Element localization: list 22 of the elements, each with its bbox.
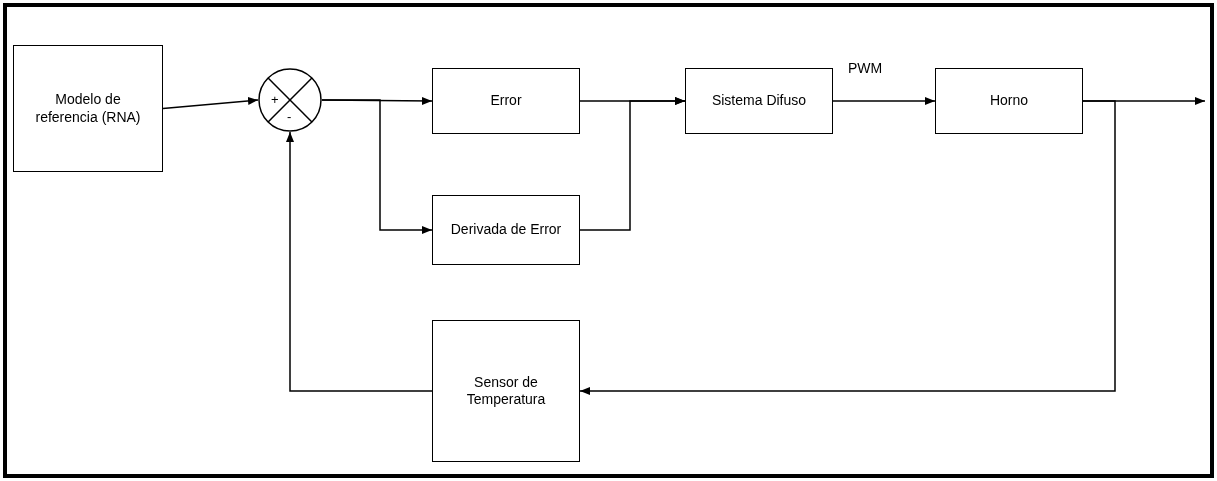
process-box	[935, 68, 1083, 134]
process-box	[13, 45, 163, 172]
arrow	[286, 131, 433, 392]
arrow	[832, 97, 936, 105]
arrow	[162, 96, 259, 110]
process-box	[432, 68, 580, 134]
arrow	[321, 99, 433, 234]
arrow	[579, 97, 686, 231]
box-label: Horno	[989, 92, 1029, 110]
process-box	[432, 320, 580, 462]
box-label: Derivada de Error	[450, 221, 562, 239]
box-label: Error	[490, 92, 522, 110]
sign-label: -	[287, 110, 292, 123]
arrow	[579, 100, 1116, 395]
summing-junction	[258, 68, 322, 132]
box-label: Modelo de referencia (RNA)	[34, 91, 142, 126]
edge-label: PWM	[846, 60, 885, 76]
box-label: Sistema Difuso	[711, 92, 807, 110]
box-label: Sensor de Temperatura	[465, 373, 547, 409]
process-box	[685, 68, 833, 134]
process-box	[432, 195, 580, 265]
sign-label: +	[271, 93, 279, 106]
